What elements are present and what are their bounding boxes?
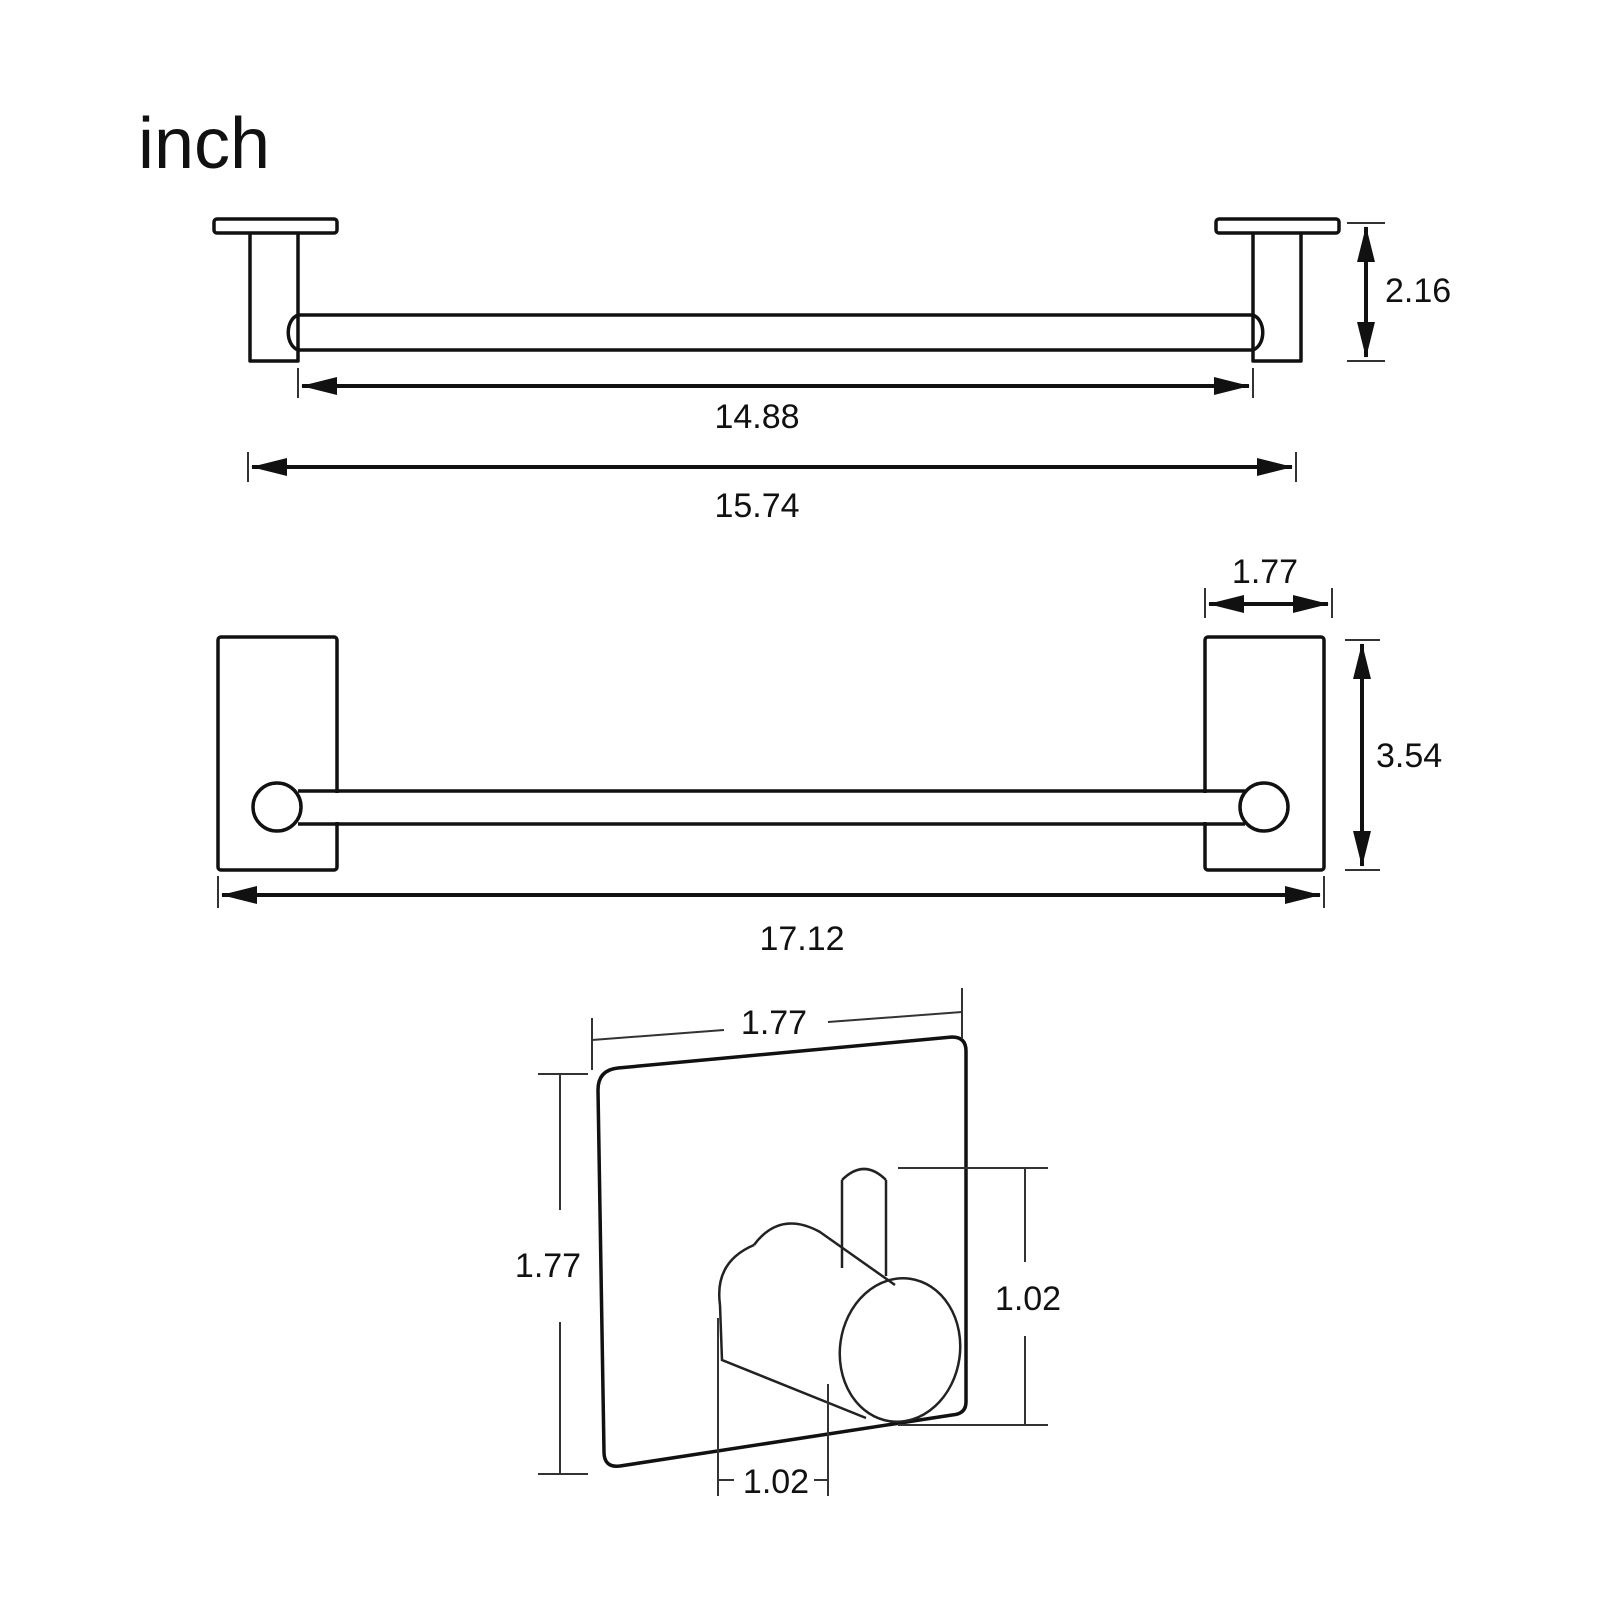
right-post [1251, 233, 1303, 363]
towel-bar-top [286, 313, 1265, 352]
left-post [248, 233, 300, 363]
overall-top-dimension: 15.74 [714, 487, 799, 525]
left-bar-end [251, 781, 303, 833]
bracket-width-dimension: 1.77 [1232, 553, 1298, 591]
right-bracket [1203, 635, 1326, 872]
depth-dimension: 2.16 [1385, 272, 1451, 310]
right-bar-end [1238, 781, 1290, 833]
bracket-height-dimension: 3.54 [1376, 737, 1442, 775]
right-flange [1214, 217, 1341, 235]
left-flange [212, 217, 339, 235]
hook-body [717, 1222, 896, 1420]
plate-width-dimension: 1.77 [741, 1004, 807, 1042]
front-view: 1.77 3.54 17.12 [216, 553, 1442, 958]
bar-length-dimension: 14.88 [714, 398, 799, 436]
top-view: 2.16 14.88 15.74 [212, 217, 1451, 525]
hook-height-dimension: 1.02 [995, 1280, 1061, 1318]
hook-diameter-dimension: 1.02 [743, 1463, 809, 1501]
overall-front-dimension: 17.12 [759, 920, 844, 958]
plate-height-dimension: 1.77 [515, 1247, 581, 1285]
adhesive-plate [596, 1035, 968, 1468]
hook-end-cap [838, 1276, 962, 1424]
hook-post [840, 1167, 888, 1276]
unit-label: inch [138, 104, 270, 184]
left-bracket [216, 635, 339, 872]
hook-view: 1.77 1.77 1.02 1.02 [515, 988, 1061, 1501]
